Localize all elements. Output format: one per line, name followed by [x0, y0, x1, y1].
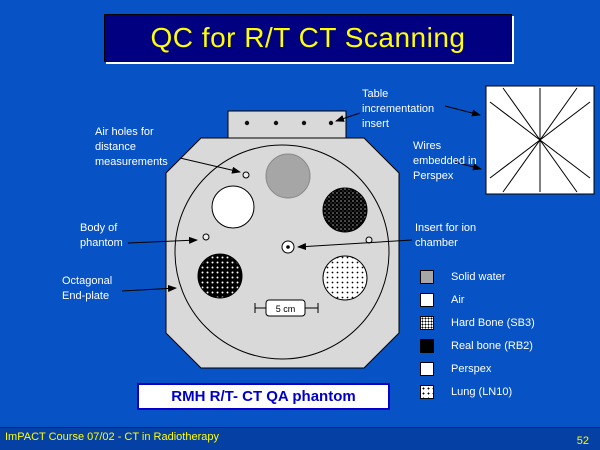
wire-insert-box — [485, 85, 595, 195]
insert-hard-bone — [197, 253, 243, 299]
insert-air — [211, 185, 255, 229]
footer-text: ImPACT Course 07/02 - CT in Radiotherapy — [5, 431, 219, 443]
insert-solid-water — [265, 153, 311, 199]
arrow-end-plate — [121, 284, 177, 292]
swatch-perspex — [420, 362, 434, 376]
caption-text: RMH R/T- CT QA phantom — [171, 388, 356, 405]
label-wires: Wires embedded in Perspex — [413, 140, 477, 182]
scale-bar: 5 cm — [254, 299, 319, 317]
label-end-plate: Octagonal End-plate — [62, 275, 113, 302]
swatch-air — [420, 293, 434, 307]
ion-chamber-insert — [281, 240, 295, 254]
arrow-body-of-phantom — [127, 236, 198, 244]
insert-lung — [322, 255, 368, 301]
arrow-ion-chamber — [297, 239, 413, 251]
swatch-real-bone — [420, 339, 434, 353]
legend: Solid water Air Hard Bone (SB3) Real bon… — [420, 270, 535, 408]
tab-holes — [244, 120, 334, 126]
legend-item-real-bone: Real bone (RB2) — [420, 339, 535, 353]
label-table-insert: Table incrementation insert — [362, 88, 435, 130]
arrow-table-insert — [335, 112, 361, 122]
footer: ImPACT Course 07/02 - CT in Radiotherapy… — [0, 427, 600, 450]
swatch-hard-bone — [420, 316, 434, 330]
legend-item-hard-bone: Hard Bone (SB3) — [420, 316, 535, 330]
arrow-table-insert-detail — [444, 105, 481, 117]
scale-label: 5 cm — [276, 304, 296, 314]
legend-item-perspex: Perspex — [420, 362, 535, 376]
page-title: QC for R/T CT Scanning — [150, 22, 466, 53]
label-ion-chamber: Insert for ion chamber — [415, 222, 477, 249]
swatch-solid-water — [420, 270, 434, 284]
table-insert-tab — [227, 110, 347, 140]
legend-item-lung: Lung (LN10) — [420, 385, 535, 399]
insert-real-bone — [322, 187, 368, 233]
caption-box: RMH R/T- CT QA phantom — [137, 383, 390, 410]
page-number: 52 — [576, 435, 589, 447]
air-holes — [202, 171, 373, 244]
legend-item-air: Air — [420, 293, 535, 307]
arrow-air-holes — [179, 157, 241, 174]
swatch-lung — [420, 385, 434, 399]
legend-item-solid-water: Solid water — [420, 270, 535, 284]
arrow-wires — [454, 161, 482, 171]
label-body-of-phantom: Body of phantom — [80, 222, 123, 249]
label-air-holes: Air holes for distance measurements — [95, 126, 168, 168]
slide-title-box: QC for R/T CT Scanning — [104, 14, 512, 62]
